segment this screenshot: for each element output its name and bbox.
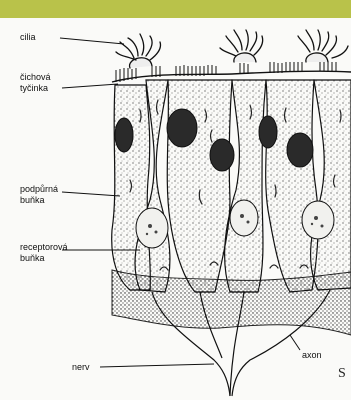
cell-columns bbox=[112, 80, 351, 292]
receptor-cell-3 bbox=[311, 80, 351, 290]
label-support-cell-line1: podpůrná bbox=[20, 184, 58, 195]
knob-3 bbox=[306, 53, 328, 62]
label-olfactory-rod: čichová tyčinka bbox=[20, 72, 51, 94]
label-cilia-text: cilia bbox=[20, 32, 36, 43]
label-axon: axon bbox=[302, 350, 322, 361]
label-olfactory-rod-line1: čichová bbox=[20, 72, 51, 83]
label-receptor-cell: receptorová buňka bbox=[20, 242, 68, 264]
knob-2 bbox=[234, 53, 256, 62]
label-support-cell-line2: buňka bbox=[20, 195, 58, 206]
label-nerve-text: nerv bbox=[72, 362, 90, 373]
label-olfactory-rod-line2: tyčinka bbox=[20, 83, 51, 94]
label-support-cell: podpůrná buňka bbox=[20, 184, 58, 206]
cilia-tufts bbox=[116, 30, 348, 68]
label-nerve: nerv bbox=[72, 362, 90, 373]
label-receptor-cell-line1: receptorová bbox=[20, 242, 68, 253]
label-cilia: cilia bbox=[20, 32, 36, 43]
label-axon-text: axon bbox=[302, 350, 322, 361]
corner-letter: S bbox=[338, 366, 346, 382]
label-receptor-cell-line2: buňka bbox=[20, 253, 68, 264]
